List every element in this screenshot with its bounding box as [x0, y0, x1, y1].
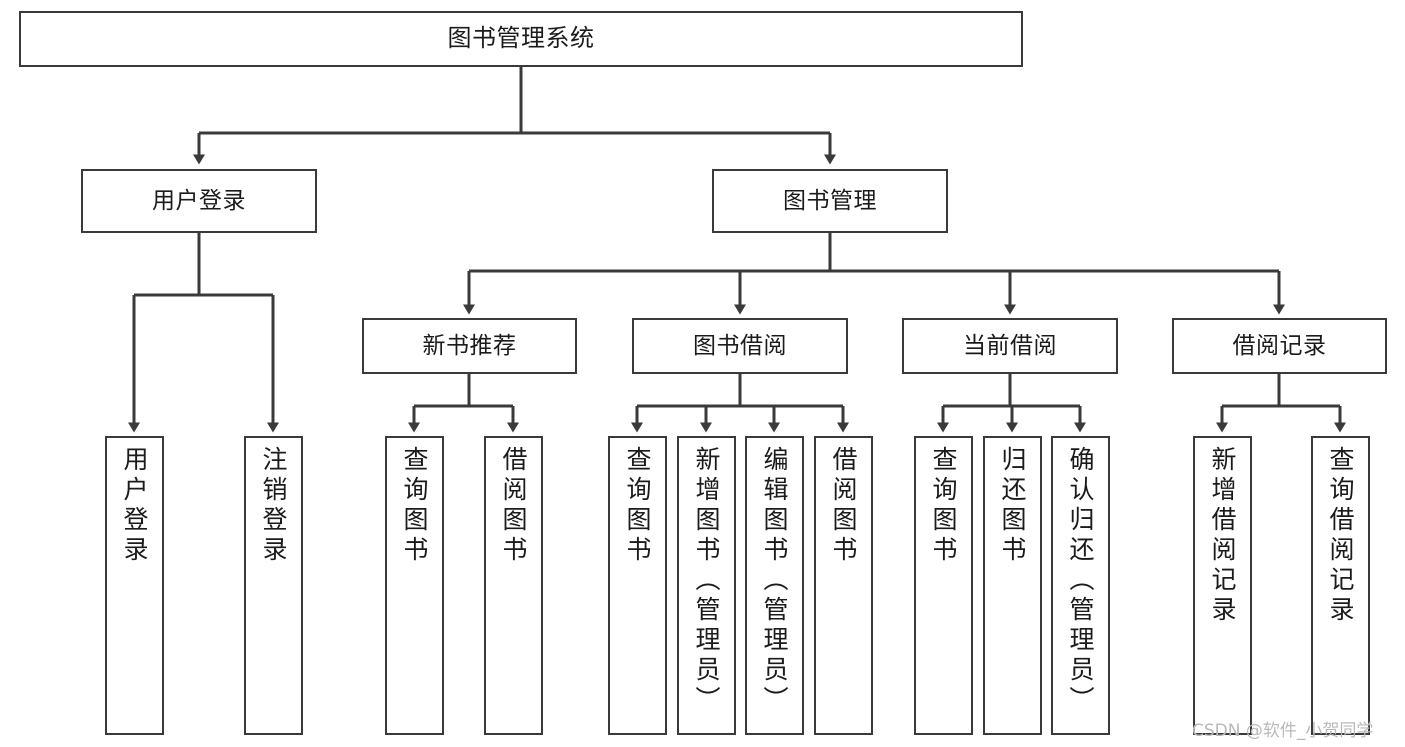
- node-leaf-book-borrow-1[interactable]: 查询图书: [608, 436, 667, 735]
- node-leaf-borrow-record-1-label: 新增借阅记录: [1208, 446, 1237, 626]
- node-leaf-user-login-2-label: 注销登录: [259, 446, 288, 566]
- node-book-manage-label: 图书管理: [783, 187, 877, 214]
- node-leaf-book-borrow-3[interactable]: 编辑图书（管理员）: [745, 436, 804, 735]
- node-borrow-record-label: 借阅记录: [1232, 332, 1327, 359]
- node-leaf-user-login-2[interactable]: 注销登录: [244, 436, 303, 735]
- node-root-label: 图书管理系统: [447, 24, 595, 53]
- node-new-book-rec[interactable]: 新书推荐: [362, 318, 577, 374]
- node-leaf-new-book-rec-2-label: 借阅图书: [499, 446, 528, 566]
- node-leaf-current-borrow-2-label: 归还图书: [998, 446, 1027, 566]
- node-leaf-book-borrow-2[interactable]: 新增图书（管理员）: [677, 436, 736, 735]
- node-leaf-current-borrow-3-label: 确认归还（管理员）: [1066, 446, 1095, 716]
- node-user-login[interactable]: 用户登录: [81, 169, 317, 233]
- node-current-borrow-label: 当前借阅: [963, 332, 1057, 359]
- node-leaf-new-book-rec-1[interactable]: 查询图书: [385, 436, 444, 735]
- node-leaf-current-borrow-3[interactable]: 确认归还（管理员）: [1051, 436, 1110, 735]
- node-leaf-borrow-record-1[interactable]: 新增借阅记录: [1193, 436, 1252, 735]
- node-book-borrow[interactable]: 图书借阅: [632, 318, 848, 374]
- watermark: CSDN @软件_小贺同学: [1192, 721, 1374, 741]
- node-leaf-current-borrow-1[interactable]: 查询图书: [914, 436, 973, 735]
- node-borrow-record[interactable]: 借阅记录: [1172, 318, 1387, 374]
- node-leaf-borrow-record-2-label: 查询借阅记录: [1326, 446, 1355, 626]
- node-leaf-new-book-rec-1-label: 查询图书: [400, 446, 429, 566]
- node-leaf-book-borrow-3-label: 编辑图书（管理员）: [760, 446, 789, 716]
- node-leaf-book-borrow-4-label: 借阅图书: [829, 446, 858, 566]
- node-leaf-book-borrow-1-label: 查询图书: [623, 446, 652, 566]
- node-new-book-rec-label: 新书推荐: [422, 332, 517, 359]
- node-root[interactable]: 图书管理系统: [19, 11, 1023, 67]
- node-leaf-borrow-record-2[interactable]: 查询借阅记录: [1311, 436, 1370, 735]
- node-book-manage[interactable]: 图书管理: [712, 169, 948, 233]
- node-leaf-book-borrow-4[interactable]: 借阅图书: [814, 436, 873, 735]
- node-leaf-new-book-rec-2[interactable]: 借阅图书: [484, 436, 543, 735]
- node-leaf-book-borrow-2-label: 新增图书（管理员）: [692, 446, 721, 716]
- node-leaf-user-login-1-label: 用户登录: [120, 446, 149, 566]
- node-current-borrow[interactable]: 当前借阅: [902, 318, 1118, 374]
- node-book-borrow-label: 图书借阅: [693, 332, 787, 359]
- node-leaf-current-borrow-2[interactable]: 归还图书: [983, 436, 1042, 735]
- node-user-login-label: 用户登录: [152, 187, 246, 214]
- node-leaf-user-login-1[interactable]: 用户登录: [105, 436, 164, 735]
- node-leaf-current-borrow-1-label: 查询图书: [929, 446, 958, 566]
